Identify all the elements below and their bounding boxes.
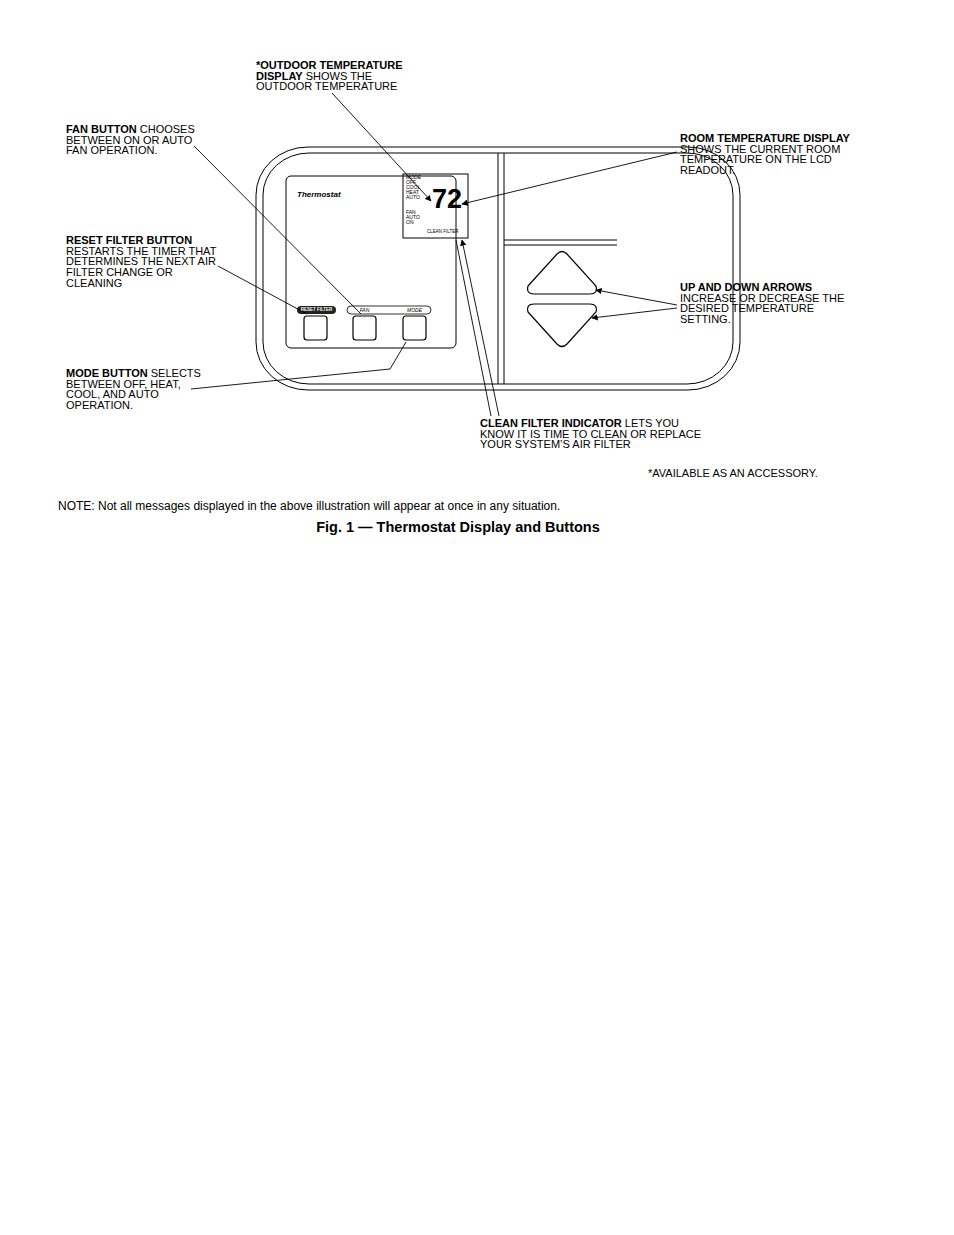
- callout-text: ROOM TEMPERATURE DISPLAY SHOWS THE CURRE…: [680, 133, 858, 176]
- leader-lines: [191, 93, 677, 416]
- brand-logo: Thermostat: [297, 190, 357, 199]
- button-label: RESET FILTER: [301, 307, 333, 312]
- button-label: FAN: [352, 307, 377, 313]
- callout-heading: CLEAN FILTER INDICATOR: [480, 417, 622, 429]
- display-text: ON: [406, 219, 414, 225]
- callout-text: MODE BUTTON SELECTS BETWEEN OFF, HEAT, C…: [66, 368, 208, 411]
- callout-text: SHOWS THE CURRENT ROOM TEMPERATURE ON TH…: [680, 143, 840, 176]
- callout-text: UP AND DOWN ARROWS INCREASE OR DECREASE …: [680, 282, 852, 325]
- buttons: [297, 306, 431, 340]
- figure-caption: Fig. 1 — Thermostat Display and Buttons: [0, 518, 916, 536]
- brand-logo: Thermostat: [297, 190, 341, 199]
- callout-text: CLEAN FILTER INDICATOR LETS YOU KNOW IT …: [480, 418, 710, 450]
- arrow-buttons: [528, 252, 597, 347]
- note-text: NOTE: Not all messages displayed in the …: [58, 499, 560, 513]
- callout-text: RESET FILTER BUTTON RESTARTS THE TIMER T…: [66, 235, 222, 289]
- button-label: MODE: [400, 307, 429, 313]
- display-text: AUTO: [406, 194, 420, 200]
- footnote: *AVAILABLE AS AN ACCESSORY.: [648, 467, 818, 479]
- figure-caption: Fig. 1 — Thermostat Display and Buttons: [316, 519, 600, 535]
- footnote: *AVAILABLE AS AN ACCESSORY.: [648, 468, 848, 479]
- callout-text: INCREASE OR DECREASE THE DESIRED TEMPERA…: [680, 292, 844, 325]
- callout-heading: FAN BUTTON: [66, 123, 137, 135]
- temperature-readout: 72: [432, 186, 466, 213]
- callout-text: FAN BUTTON CHOOSES BETWEEN ON OR AUTO FA…: [66, 124, 204, 156]
- display-text: AUTO: [406, 195, 426, 200]
- callout-heading: MODE BUTTON: [66, 367, 148, 379]
- note-text: NOTE: Not all messages displayed in the …: [58, 500, 618, 513]
- display-text: ON: [406, 220, 426, 225]
- callout-text: RESTARTS THE TIMER THAT DETERMINES THE N…: [66, 245, 216, 289]
- display-text: CLEAN FILTER: [427, 229, 458, 234]
- button-label: FAN: [360, 307, 370, 313]
- callout-heading: RESET FILTER BUTTON: [66, 234, 192, 246]
- housing: [256, 147, 740, 390]
- temperature-readout: 72: [432, 184, 462, 214]
- button-label: RESET FILTER: [297, 307, 336, 313]
- button-label: MODE: [407, 307, 422, 313]
- display-text: CLEAN FILTER: [427, 229, 467, 234]
- callout-heading: UP AND DOWN ARROWS: [680, 281, 812, 293]
- callout-text: *OUTDOOR TEMPERATURE DISPLAY SHOWS THE O…: [256, 60, 416, 92]
- callout-heading: ROOM TEMPERATURE DISPLAY: [680, 132, 850, 144]
